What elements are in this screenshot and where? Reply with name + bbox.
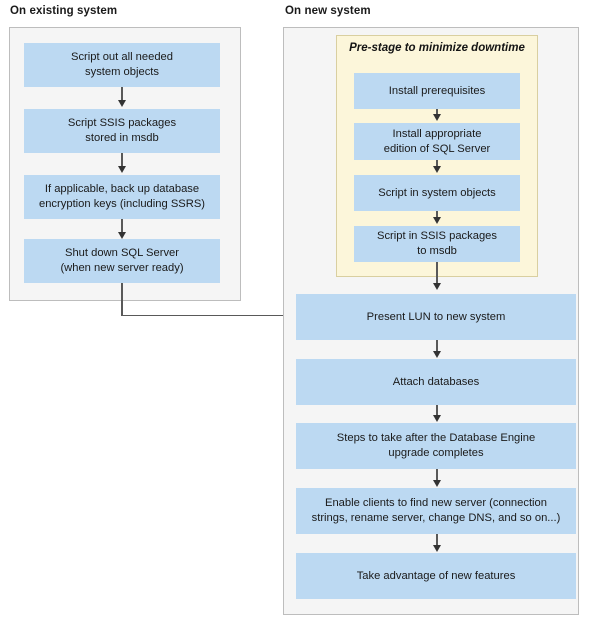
node-label-line1: Enable clients to find new server (conne… <box>324 497 547 509</box>
connector-line-main-1 <box>436 340 438 353</box>
arrow-head-icon-existing-1 <box>117 100 126 107</box>
panel-title-new-system: On new system <box>285 5 371 17</box>
connector-line-prestage-1 <box>436 109 438 116</box>
node-script-out-system-objects[interactable]: Script out all needed system objects <box>24 43 220 87</box>
node-label-line1: Install appropriate <box>392 127 482 140</box>
node-post-upgrade-steps[interactable]: Steps to take after the Database Engine … <box>296 423 576 469</box>
node-label-line1: Attach databases <box>392 375 480 388</box>
node-label-line2: to msdb <box>417 245 457 257</box>
arrow-head-icon-prestage-2 <box>432 166 441 173</box>
connector-line-main-3 <box>436 469 438 482</box>
connector-line-cross-horizontal <box>121 314 289 316</box>
node-label-line1: Present LUN to new system <box>366 310 506 323</box>
connector-line-prestage-exit <box>436 262 438 285</box>
node-label-line1: Take advantage of new features <box>356 569 516 582</box>
node-label-line1: Shut down SQL Server <box>64 247 179 259</box>
connector-line-existing-3 <box>121 219 123 234</box>
arrow-head-icon-existing-2 <box>117 166 126 173</box>
node-backup-encryption-keys[interactable]: If applicable, back up database encrypti… <box>24 175 220 219</box>
arrow-head-icon-main-2 <box>432 415 441 422</box>
node-enable-clients[interactable]: Enable clients to find new server (conne… <box>296 488 576 534</box>
connector-line-existing-1 <box>121 87 123 102</box>
connector-line-cross-vertical <box>121 283 123 316</box>
arrow-head-icon-main-4 <box>432 545 441 552</box>
arrow-head-icon-prestage-1 <box>432 114 441 121</box>
node-label-line2: system objects <box>85 66 159 78</box>
node-label-line2: encryption keys (including SSRS) <box>38 198 206 210</box>
node-install-sql-server-edition[interactable]: Install appropriate edition of SQL Serve… <box>354 123 520 160</box>
node-label-line1: Steps to take after the Database Engine <box>336 432 536 444</box>
connector-line-main-4 <box>436 534 438 547</box>
node-take-advantage-features[interactable]: Take advantage of new features <box>296 553 576 599</box>
node-install-prerequisites[interactable]: Install prerequisites <box>354 73 520 109</box>
node-label-line2: edition of SQL Server <box>383 142 491 155</box>
connector-line-existing-2 <box>121 153 123 168</box>
connector-line-main-2 <box>436 405 438 417</box>
node-label-line1: Script in system objects <box>378 186 496 199</box>
node-label-line1: Script SSIS packages <box>67 117 177 129</box>
node-script-ssis-packages[interactable]: Script SSIS packages stored in msdb <box>24 109 220 153</box>
node-script-in-system-objects[interactable]: Script in system objects <box>354 175 520 211</box>
node-present-lun[interactable]: Present LUN to new system <box>296 294 576 340</box>
arrow-head-icon-main-1 <box>432 351 441 358</box>
node-shut-down-sql-server[interactable]: Shut down SQL Server (when new server re… <box>24 239 220 283</box>
panel-title-existing-system: On existing system <box>10 5 118 17</box>
connector-line-prestage-2 <box>436 160 438 168</box>
node-label-line1: Install prerequisites <box>388 84 486 97</box>
arrow-head-icon-prestage-3 <box>432 217 441 224</box>
connector-line-prestage-3 <box>436 211 438 219</box>
node-label-line1: Script in SSIS packages <box>376 230 497 242</box>
node-label-line2: stored in msdb <box>85 132 159 144</box>
node-attach-databases[interactable]: Attach databases <box>296 359 576 405</box>
node-label-line2: upgrade completes <box>388 447 484 459</box>
node-label-line1: If applicable, back up database <box>44 183 200 195</box>
node-label-line1: Script out all needed <box>71 51 173 63</box>
node-label-line2: (when new server ready) <box>60 262 184 274</box>
arrow-head-icon-main-3 <box>432 480 441 487</box>
node-script-in-ssis-packages[interactable]: Script in SSIS packages to msdb <box>354 226 520 262</box>
subpanel-title-prestage: Pre-stage to minimize downtime <box>349 42 525 54</box>
node-label-line2: strings, rename server, change DNS, and … <box>311 512 561 524</box>
arrow-head-icon-existing-3 <box>117 232 126 239</box>
arrow-head-icon-prestage-exit <box>432 283 441 290</box>
